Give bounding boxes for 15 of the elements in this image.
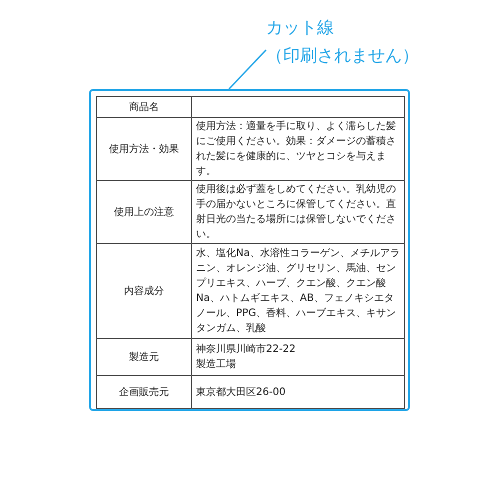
leader-line (228, 49, 267, 90)
row-heading: 内容成分 (123, 284, 165, 298)
row-text: 使用後は必ず蓋をしめてください。乳幼児の手の届かないところに保管してください。直射日光の当たる場所には保管しないでください。 (196, 182, 397, 242)
row-text: 使用方法：適量を手に取り、よく濡らした髪にご使用ください。効果：ダメージの蓄積された髪にを健康的に、ツヤとコシを与えます。 (196, 120, 397, 179)
row-heading: 使用方法・効果 (108, 142, 180, 156)
row-heading: 製造元 (128, 350, 160, 364)
row-heading: 企画販売元 (118, 386, 170, 400)
row-text: 製造工場 (196, 358, 237, 372)
row-text: 東京都大田区26-00 (196, 386, 287, 400)
callout-text: カット線 （印刷されません） (266, 14, 476, 74)
row-heading: 商品名 (128, 100, 160, 114)
cut-line-frame (89, 89, 410, 411)
row-text: 神奈川県川崎市22-22 (196, 342, 297, 357)
row-text: 水、塩化Na、水溶性コラーゲン、メチルアラニン、オレンジ油、グリセリン、馬油、センプリエキス、ハーブ、クエン酸、クエン酸Na、ハトムギエキス、AB、フェノキシエタノール、PPG、香料、ハーブエキス、キサンタンガム、乳酸 (196, 246, 400, 336)
row-heading: 使用上の注意 (113, 206, 175, 220)
